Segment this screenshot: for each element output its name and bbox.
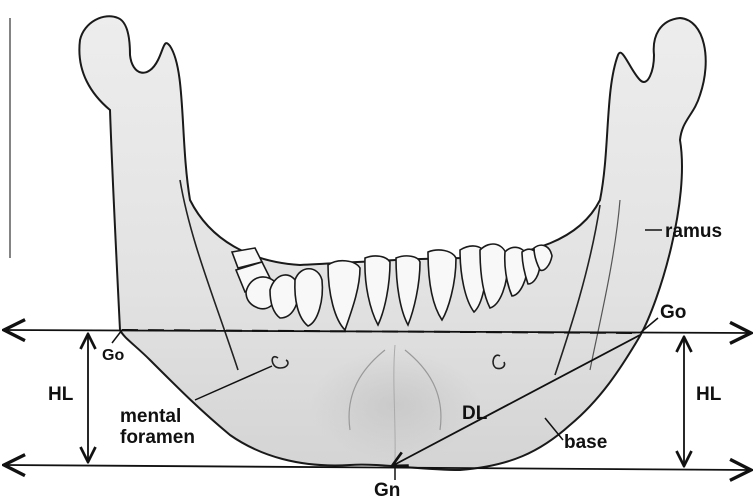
label-dl: DL	[462, 403, 488, 424]
label-hl-left: HL	[48, 384, 74, 405]
label-go-left: Go	[102, 347, 124, 364]
label-mental: mental	[120, 406, 181, 427]
label-hl-right: HL	[696, 384, 722, 405]
go-left-leader	[112, 330, 122, 343]
label-base: base	[564, 432, 607, 453]
label-foramen: foramen	[120, 427, 195, 448]
label-ramus: ramus	[665, 221, 722, 242]
label-gn: Gn	[374, 480, 400, 501]
label-go-right: Go	[660, 302, 686, 323]
